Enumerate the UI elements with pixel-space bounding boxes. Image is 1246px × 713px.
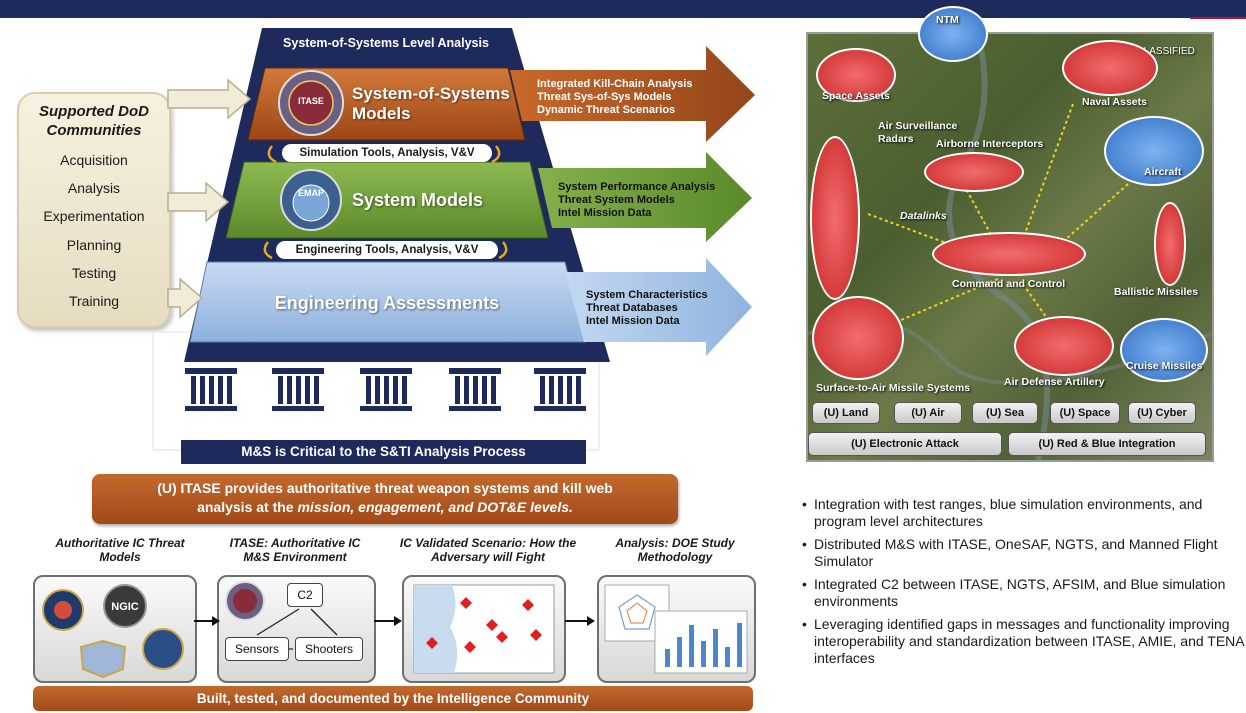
agency-seals-icon: NGIC [42,584,184,679]
cruise-ellipse [1120,318,1208,382]
tab-cyber[interactable]: (U) Cyber [1128,402,1196,424]
level-engineering-title: Engineering Assessments [274,293,500,313]
communities-title: Supported DoD Communities [39,103,149,139]
tab-red-blue-integration[interactable]: (U) Red & Blue Integration [1008,432,1206,456]
node-shooters: Shooters [295,637,363,661]
svg-text:NGIC: NGIC [111,601,139,613]
pyramid-diagram [152,28,755,451]
ada-label: Air Defense Artillery [1004,376,1105,388]
level-system-title: System Models [352,190,484,210]
sam-label: Surface-to-Air Missile Systems [816,382,971,394]
community-item: Training [68,293,120,309]
pillar-label: HUMINT [189,414,233,426]
step-box-itase-environment: C2 Sensors Shooters [217,575,376,683]
community-item: Experimentation [43,208,145,224]
input-arrow-icon [167,78,252,120]
community-item: Testing [71,265,117,281]
ballistic-ellipse [1154,202,1186,286]
space-assets-label: Space Assets [822,90,890,102]
band-simulation-tools: Simulation Tools, Analysis, V&V [282,144,492,162]
naval-assets-label: Naval Assets [1082,96,1147,108]
step-box-threat-models: NGIC [33,575,197,683]
tab-sea[interactable]: (U) Sea [972,402,1038,424]
flow-arrow-icon [374,616,402,626]
output-arrow-sos [510,46,755,142]
top-banner-accent [1190,17,1246,19]
radar-ellipse [810,136,860,300]
pillar-label: SIGINT [279,414,317,426]
ic-built-banner: Built, tested, and documented by the Int… [33,686,753,711]
interceptors-ellipse [924,152,1024,192]
bullet-item: •Distributed M&S with ITASE, OneSAF, NGT… [802,536,1218,569]
scenario-map-icon [413,584,555,674]
ntm-ellipse [918,6,988,62]
step-heading: Authoritative IC Threat Models [55,536,185,564]
itase-logo-text: ITASE [298,96,324,106]
node-c2: C2 [287,583,323,607]
naval-assets-ellipse [1062,40,1158,96]
node-sensors: Sensors [225,637,289,661]
level-sos-title: System-of-Systems Models [352,84,510,123]
community-item: Planning [66,237,122,253]
air-surveillance-label: Air Surveillance Radars [878,120,958,145]
itase-banner: (U) ITASE provides authoritative threat … [92,474,678,524]
pillar-label: GEOINT [364,414,408,426]
output-arrow-system [538,152,752,242]
c2-label: Command and Control [952,278,1066,290]
tab-land[interactable]: (U) Land [812,402,880,424]
pyramid-footer: M&S is Critical to the S&TI Analysis Pro… [181,440,586,464]
ntm-label: NTM [936,14,959,26]
tab-air[interactable]: (U) Air [894,402,962,424]
aircraft-ellipse [1104,116,1204,186]
datalinks-label: Datalinks [900,210,947,222]
flow-arrow-icon [565,616,595,626]
c2-ellipse [932,232,1086,276]
pillar-icons [185,368,586,411]
sam-ellipse [812,296,904,380]
step-box-analysis [597,575,756,683]
pyramid-top-label: System-of-Systems Level Analysis [283,36,489,50]
community-item: Acquisition [60,152,128,168]
step-heading: IC Validated Scenario: How the Adversary… [399,536,577,564]
cycle-arrow-icon [267,145,277,164]
interceptors-label: Airborne Interceptors [936,138,1044,150]
c2-link [310,608,338,636]
cycle-arrow-icon [491,145,501,164]
output-arrow-engineering [565,258,752,356]
bullet-item: •Integration with test ranges, blue simu… [802,496,1203,529]
input-arrow-icon [167,277,204,319]
ada-ellipse [1014,316,1114,376]
space-assets-ellipse [816,48,896,102]
tab-electronic-attack[interactable]: (U) Electronic Attack [808,432,1002,456]
threat-map: UNCLASSIFIED Space Assets Naval Assets A… [806,32,1214,462]
input-arrow-icon [167,181,230,223]
aircraft-label: Aircraft [1144,166,1182,178]
step-box-scenario [402,575,566,683]
c2-link [256,608,300,636]
cruise-label: Cruise Missiles [1126,360,1203,372]
band-engineering-tools: Engineering Tools, Analysis, V&V [276,241,498,259]
step-heading: Analysis: DOE Study Methodology [615,536,735,564]
cycle-arrow-icon [498,241,508,260]
community-item: Analysis [67,180,121,196]
emap-logo-text: EMAP [297,188,324,198]
ballistic-label: Ballistic Missiles [1114,286,1199,298]
bullet-list: •Integration with test ranges, blue simu… [800,496,1246,673]
step-heading: ITASE: Authoritative IC M&S Environment [229,536,361,564]
pillar-label: FME [548,414,572,426]
tab-space[interactable]: (U) Space [1050,402,1120,424]
flow-arrow-icon [194,616,220,626]
cycle-arrow-icon [263,241,273,260]
analysis-charts-icon [604,584,748,674]
bullet-item: •Integrated C2 between ITASE, NGTS, AFSI… [802,576,1226,609]
classification-label: UNCLASSIFIED [1122,46,1195,57]
bullet-item: •Leveraging identified gaps in messages … [802,616,1244,666]
pillar-label: OSINT [458,414,492,426]
